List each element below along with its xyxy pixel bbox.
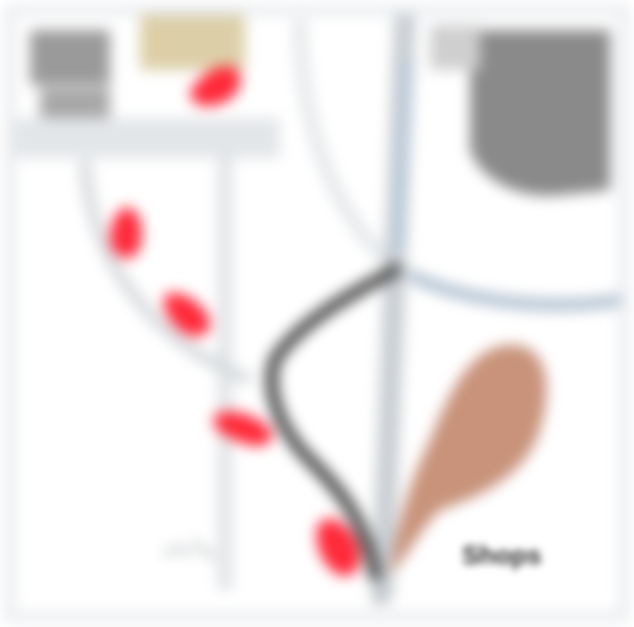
building-top-left [30, 30, 110, 85]
building-top-left-lower [40, 88, 110, 123]
building-top-right [470, 30, 610, 196]
label-shops: Shops [462, 540, 541, 571]
road-horizontal [15, 118, 280, 158]
building-top-right-small [430, 25, 480, 70]
building-tan [140, 15, 245, 70]
